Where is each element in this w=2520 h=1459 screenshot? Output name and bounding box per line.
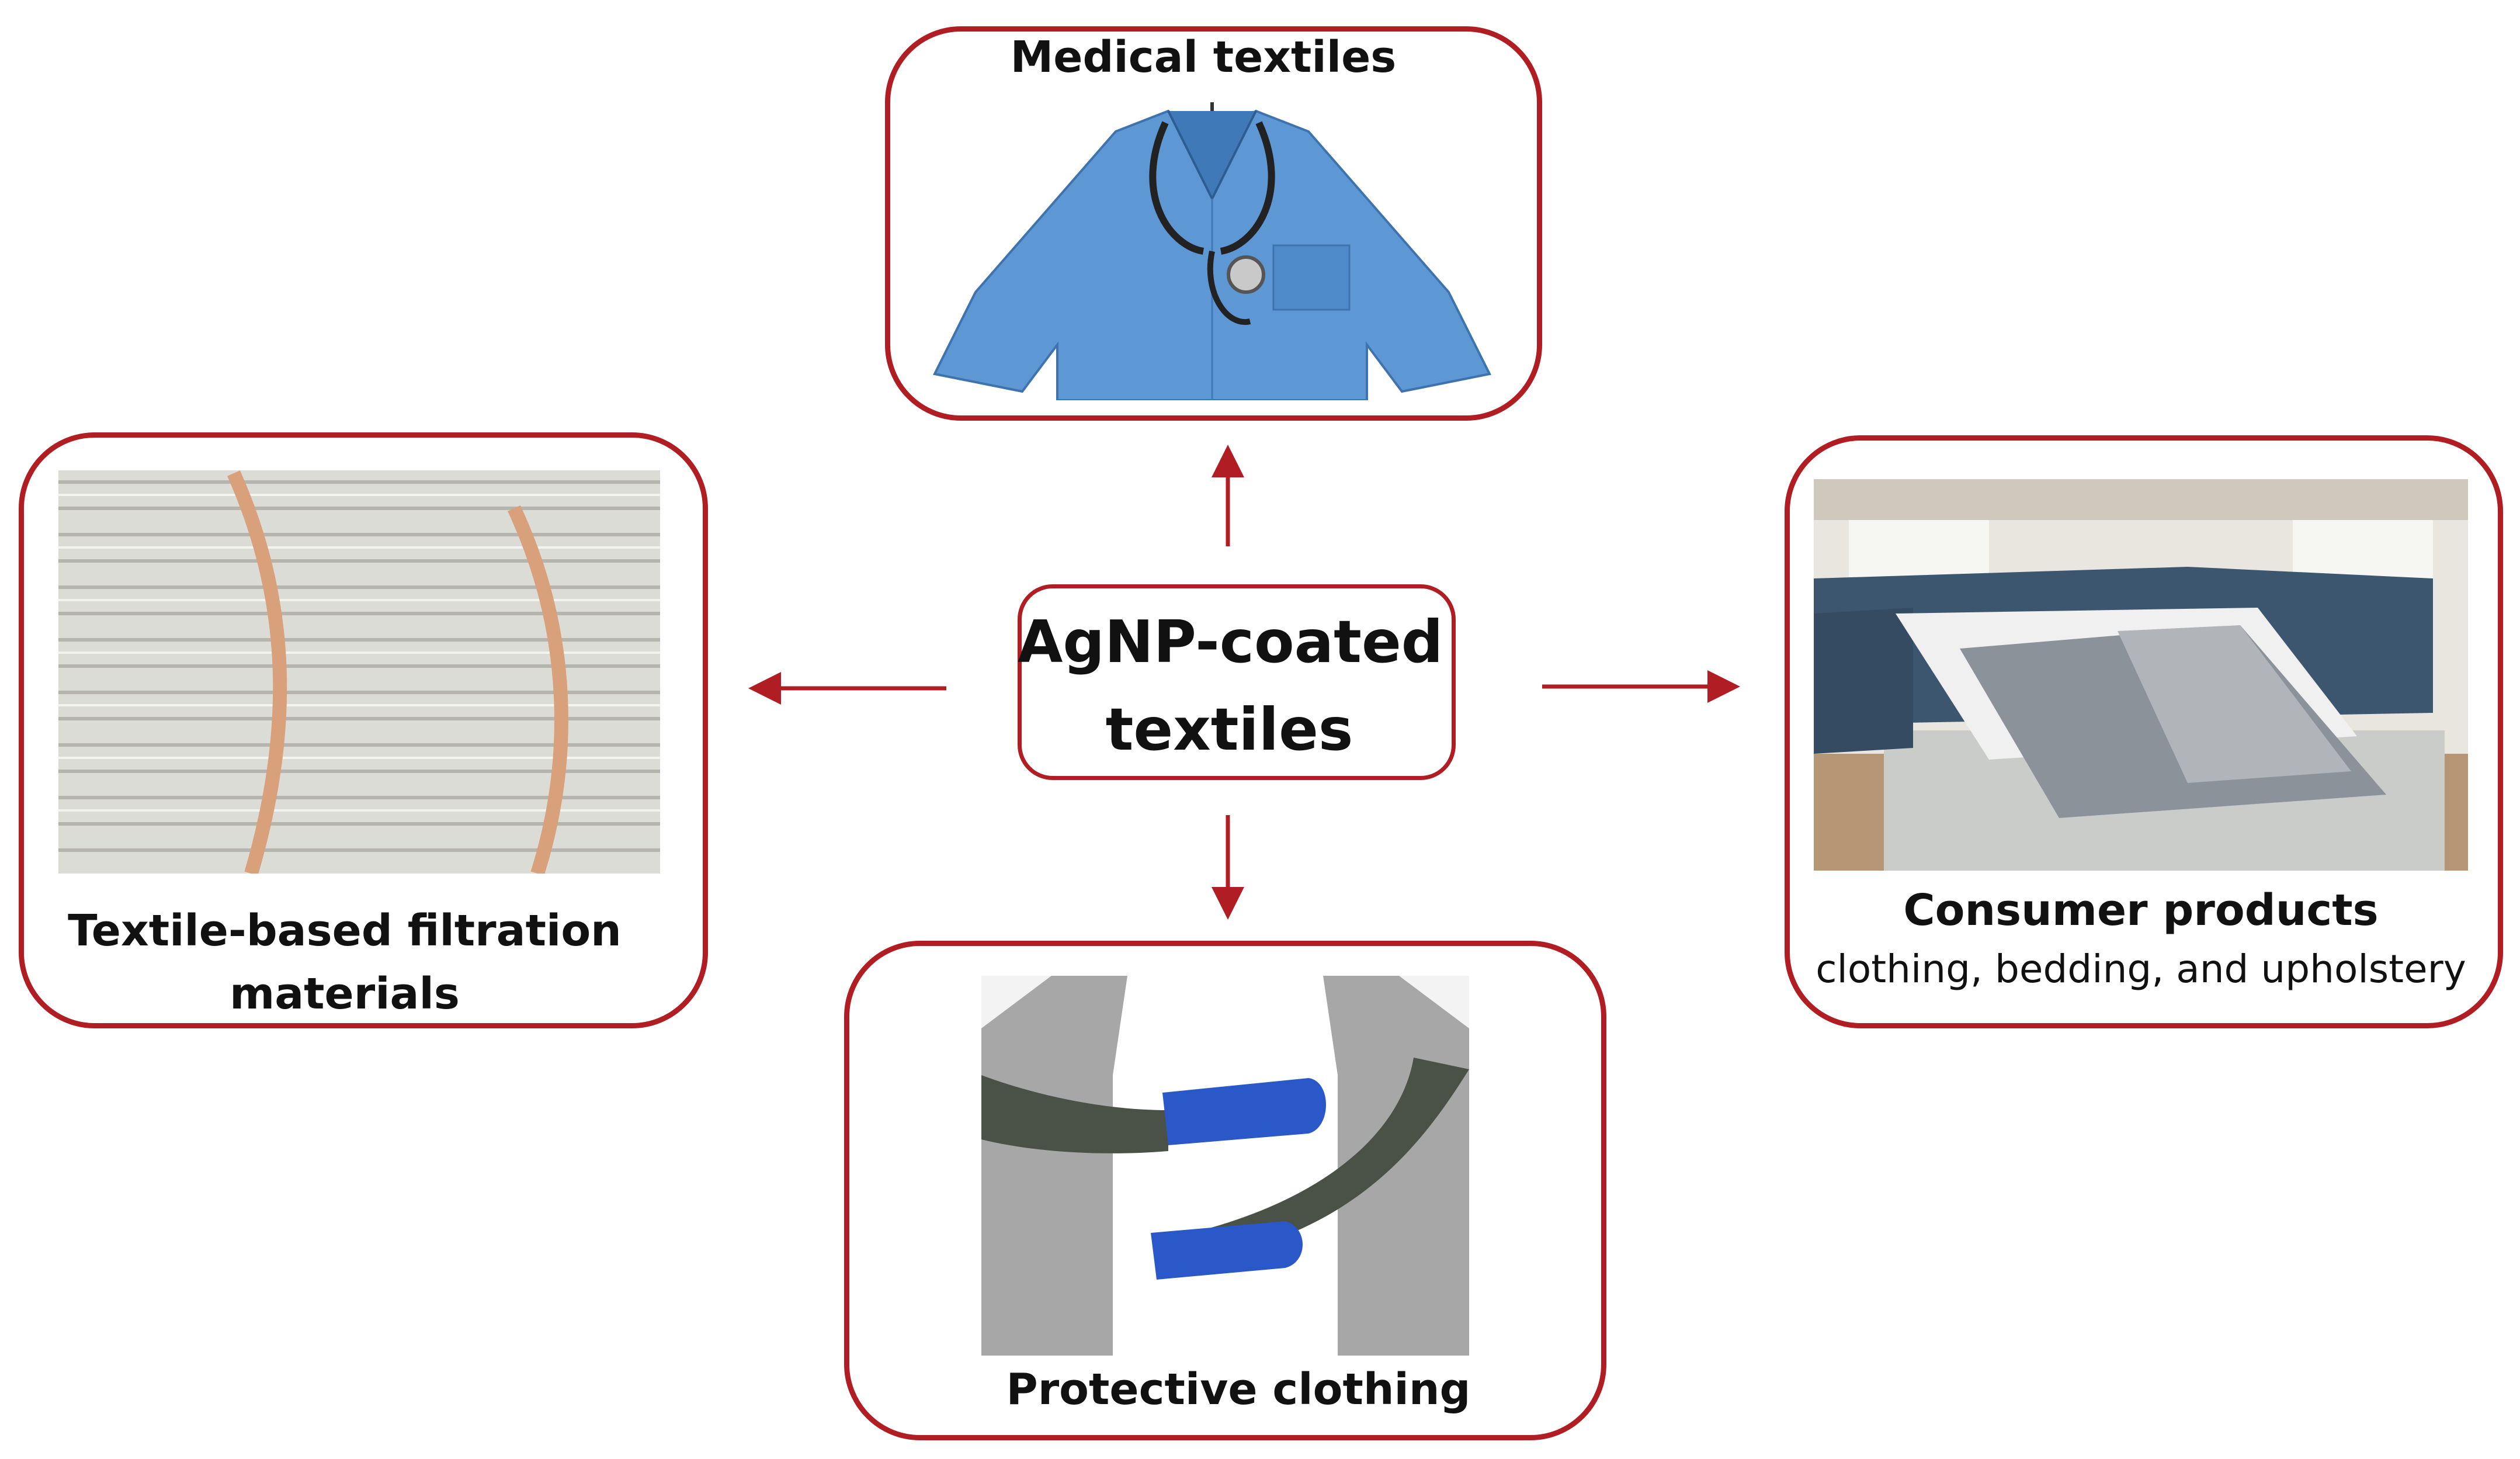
sofa-bed-image: [1814, 479, 2468, 871]
filtration-label-line1: Textile-based filtration: [68, 906, 622, 956]
medical-label: Medical textiles: [1010, 32, 1397, 82]
center-box: [1018, 584, 1456, 780]
filter-cartridge-image: [58, 459, 660, 874]
filtration-label-line2: materials: [230, 969, 460, 1019]
scrubs-image: [923, 99, 1501, 400]
center-label-line1: AgNP-coated: [1018, 608, 1443, 676]
consumer-title: Consumer products: [1903, 885, 2379, 935]
consumer-subtitle: clothing, bedding, and upholstery: [1816, 947, 2466, 992]
filter-illustration: [58, 459, 660, 874]
sofa-illustration: [1814, 479, 2468, 871]
protective-gear-image: [981, 976, 1469, 1356]
protective-illustration: [981, 976, 1469, 1356]
center-label-line2: textiles: [1105, 695, 1353, 764]
scrubs-illustration: [923, 99, 1501, 400]
protective-label: Protective clothing: [1006, 1364, 1471, 1415]
